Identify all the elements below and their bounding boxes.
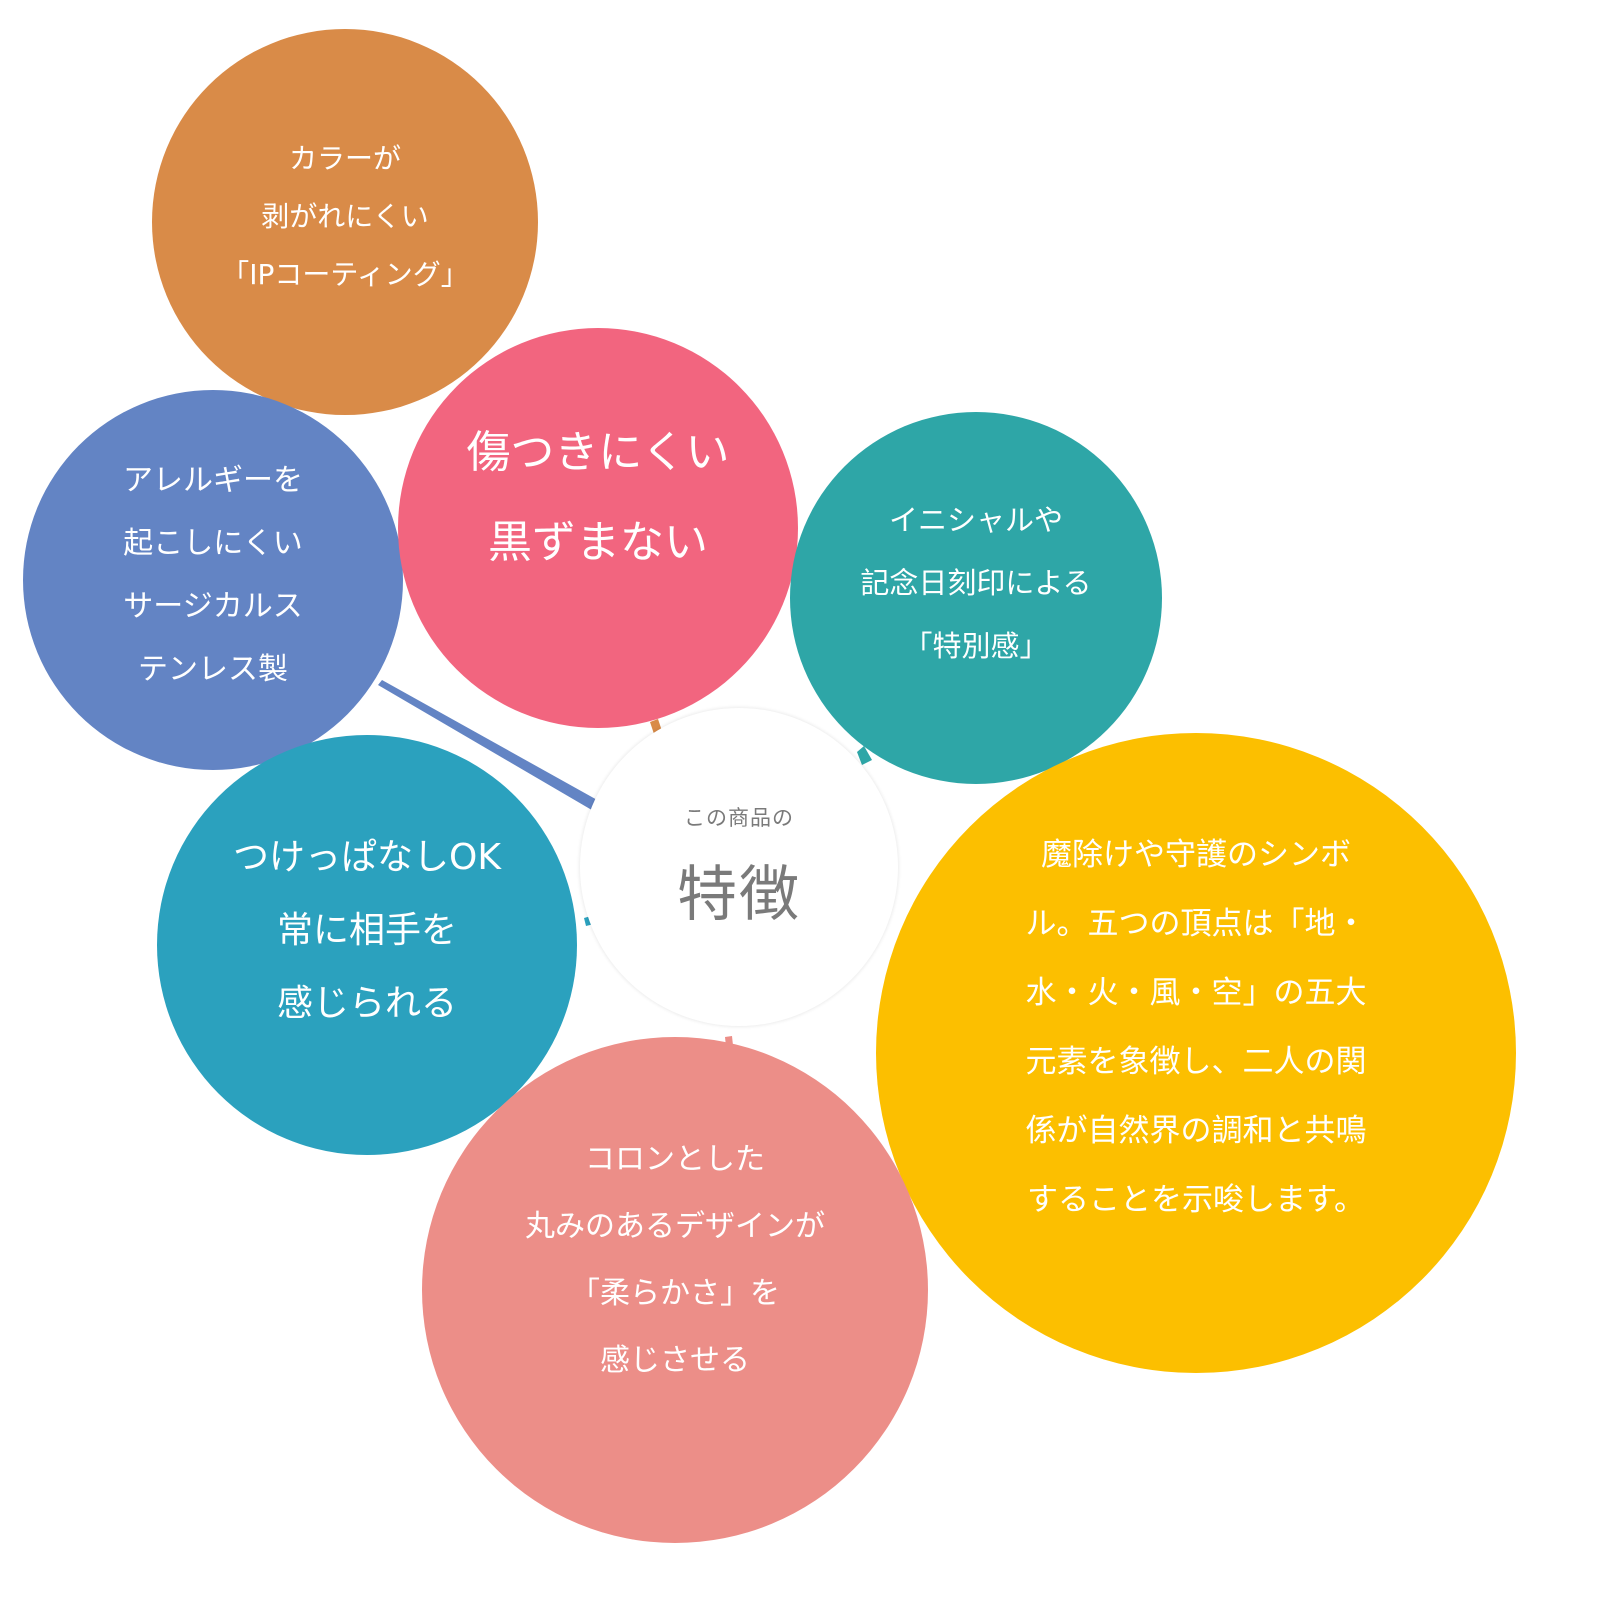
bubble-text-line: 「特別感」 — [903, 628, 1049, 663]
bubble-text-line: 「IPコーティング」 — [221, 258, 469, 291]
connector-teal — [857, 746, 872, 765]
bubble-text-line: 常に相手を — [276, 909, 457, 951]
bubble-text-line: ル。五つの頂点は「地・ — [1025, 906, 1367, 942]
bubble-ip-coating: カラーが 剥がれにくい 「IPコーティング」 — [152, 29, 538, 415]
bubble-text-line: 傷つきにくい — [466, 427, 730, 478]
center-subtitle: この商品の — [684, 805, 794, 830]
bubble-text-line: 丸みのあるデザインが — [525, 1209, 825, 1244]
bubble-text-line: 剥がれにくい — [261, 200, 429, 233]
center-title: 特徴 — [677, 859, 801, 930]
bubble-round-design: コロンとした 丸みのあるデザインが 「柔らかさ」を 感じさせる — [422, 1037, 928, 1543]
bubble-text-line: イニシャルや — [888, 502, 1063, 537]
bubble-text-line: カラーが — [288, 142, 401, 175]
bubble-text-line: 記念日刻印による — [860, 565, 1092, 600]
bubble-text-line: 「柔らかさ」を — [570, 1276, 780, 1311]
bubble-scratch-resistant: 傷つきにくい 黒ずまない — [398, 328, 798, 728]
bubble-engraving: イニシャルや 記念日刻印による 「特別感」 — [790, 412, 1162, 784]
bubble-text-line: アレルギーを — [123, 463, 303, 498]
bubble-text-line: 魔除けや守護のシンボ — [1041, 837, 1351, 873]
bubble-text-line: 係が自然界の調和と共鳴 — [1025, 1113, 1367, 1149]
bubble-text-line: することを示唆します。 — [1027, 1182, 1365, 1218]
bubble-text-line: つけっぱなしOK — [233, 836, 501, 878]
bubble-text-line: 感じさせる — [600, 1343, 750, 1378]
center-hub: この商品の 特徴 — [580, 708, 898, 1026]
bubble-text-line: 黒ずまない — [488, 517, 708, 568]
bubble-symbol: 魔除けや守護のシンボ ル。五つの頂点は「地・ 水・火・風・空」の五大 元素を象徴… — [876, 733, 1516, 1373]
bubble-text-line: サージカルス — [123, 589, 303, 624]
bubble-text-line: 起こしにくい — [123, 526, 303, 561]
bubble-text-line: 水・火・風・空」の五大 — [1025, 975, 1367, 1011]
bubble-text-line: 元素を象徴し、二人の関 — [1025, 1044, 1367, 1080]
connector-blue — [378, 680, 608, 816]
bubble-text-line: 感じられる — [276, 982, 457, 1024]
bubble-wear-always: つけっぱなしOK 常に相手を 感じられる — [157, 735, 577, 1155]
bubble-text-line: テンレス製 — [138, 652, 288, 687]
bubble-allergy: アレルギーを 起こしにくい サージカルス テンレス製 — [23, 390, 403, 770]
bubble-text-line: コロンとした — [585, 1142, 765, 1177]
